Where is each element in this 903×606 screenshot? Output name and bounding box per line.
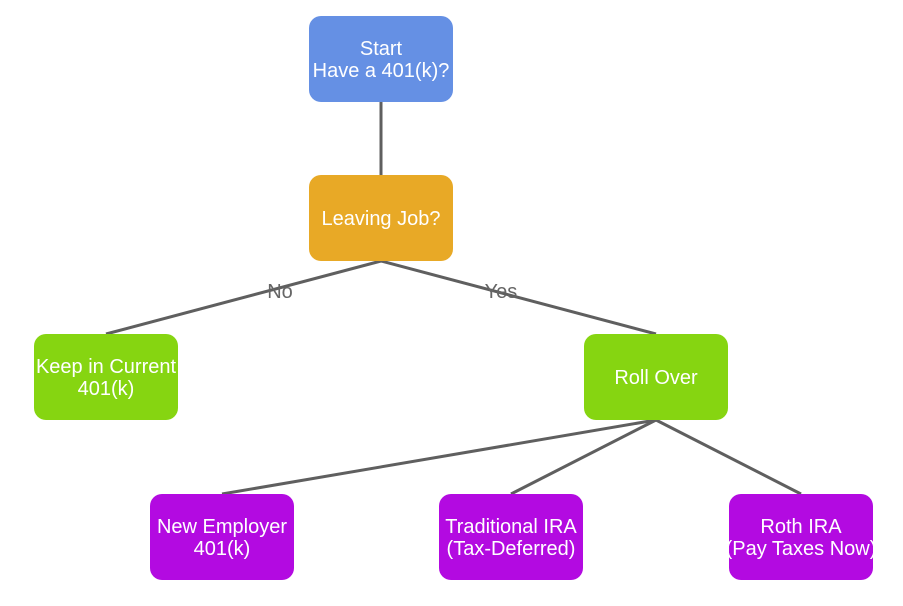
node-leaving-job-box — [309, 175, 453, 261]
edges-layer — [105, 102, 802, 496]
edge-rollover-to-traditional-ira — [510, 418, 657, 496]
edge-leaving-job-to-keep — [105, 259, 382, 336]
node-start-box — [309, 16, 453, 102]
edge-labels-layer: No Yes — [267, 281, 517, 303]
node-start-label-line-2: Have a 401(k)? — [313, 60, 450, 82]
node-new-employer-box — [150, 494, 294, 580]
node-keep-box — [34, 334, 178, 420]
node-traditional-ira: Traditional IRA(Tax-Deferred) — [439, 494, 583, 580]
node-new-employer-label-line-1: New Employer — [157, 516, 287, 538]
node-keep-label-line-1: Keep in Current — [36, 356, 177, 378]
node-new-employer-label-line-2: 401(k) — [194, 538, 251, 560]
node-traditional-ira-label-line-2: (Tax-Deferred) — [447, 538, 576, 560]
edge-rollover-to-roth-ira — [655, 418, 802, 496]
edge-label-yes: Yes — [485, 281, 518, 303]
node-traditional-ira-label-line-1: Traditional IRA — [445, 516, 577, 538]
edge-rollover-to-new-employer — [221, 418, 657, 496]
node-leaving-job: Leaving Job? — [309, 175, 453, 261]
node-roth-ira-box — [729, 494, 873, 580]
edge-leaving-job-to-rollover — [380, 259, 657, 336]
node-leaving-job-label-line-1: Leaving Job? — [322, 208, 441, 230]
edge-label-no: No — [267, 281, 293, 303]
node-traditional-ira-box — [439, 494, 583, 580]
node-keep-label-line-2: 401(k) — [78, 378, 135, 400]
node-roth-ira-label-line-2: (Pay Taxes Now) — [726, 538, 877, 560]
node-rollover-label-line-1: Roll Over — [614, 367, 698, 389]
node-roth-ira-label-line-1: Roth IRA — [760, 516, 842, 538]
node-rollover-box — [584, 334, 728, 420]
node-rollover: Roll Over — [584, 334, 728, 420]
node-roth-ira: Roth IRA(Pay Taxes Now) — [726, 494, 877, 580]
node-start-label-line-1: Start — [360, 38, 403, 60]
